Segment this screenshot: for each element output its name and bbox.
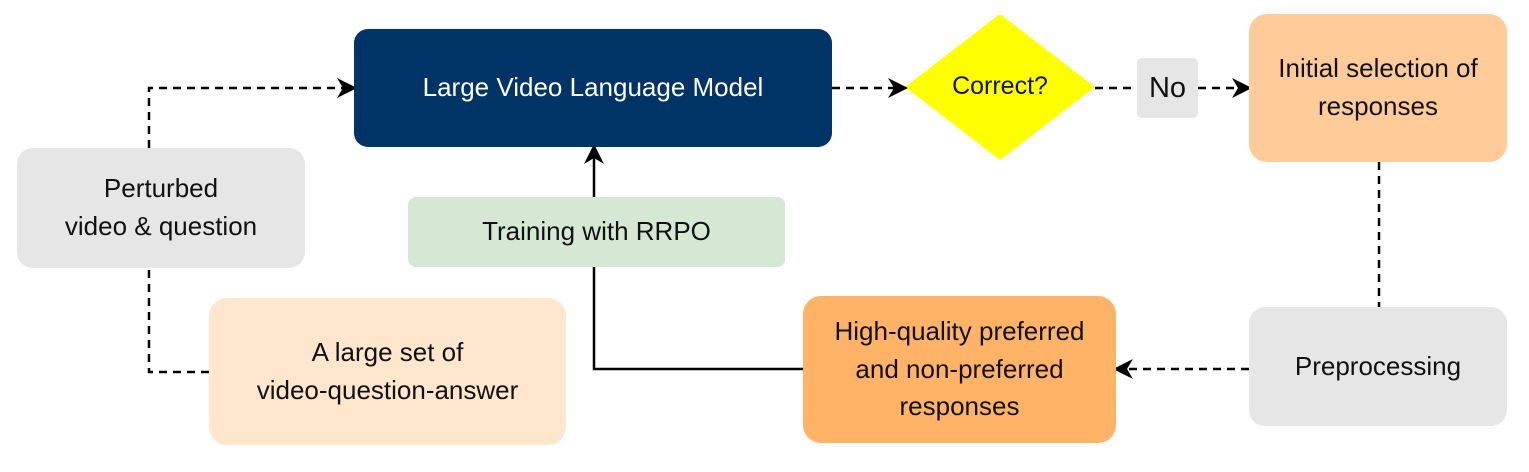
decision-label: Correct? bbox=[905, 56, 1095, 116]
training-label: Training with RRPO bbox=[482, 216, 711, 247]
initial-selection-box: Initial selection of responses bbox=[1249, 14, 1507, 162]
training-with-rrpo-box: Training with RRPO bbox=[408, 197, 785, 267]
no-badge: No bbox=[1137, 58, 1198, 118]
decision-diamond bbox=[905, 14, 1095, 160]
high-quality-responses-box: High-quality preferred and non-preferred… bbox=[803, 296, 1116, 443]
arrow-perturbed-to-lvlm bbox=[147, 78, 357, 148]
dataset-label: A large set of video-question-answer bbox=[256, 336, 519, 405]
lvlm-label: Large Video Language Model bbox=[422, 72, 764, 103]
video-question-answer-set-box: A large set of video-question-answer bbox=[209, 298, 566, 445]
initial-selection-label: Initial selection of responses bbox=[1278, 53, 1478, 121]
no-text: No bbox=[1148, 71, 1187, 104]
high-quality-label: High-quality preferred and non-preferred… bbox=[834, 315, 1085, 422]
perturbed-label: Perturbed video & question bbox=[64, 173, 258, 241]
large-video-language-model-box: Large Video Language Model bbox=[354, 29, 832, 147]
preprocessing-box: Preprocessing bbox=[1249, 307, 1507, 426]
decision-text: Correct? bbox=[952, 71, 1048, 100]
connector-dataset-to-perturbed bbox=[147, 268, 209, 374]
perturbed-video-question-box: Perturbed video & question bbox=[17, 148, 305, 268]
preprocessing-label: Preprocessing bbox=[1294, 350, 1462, 381]
